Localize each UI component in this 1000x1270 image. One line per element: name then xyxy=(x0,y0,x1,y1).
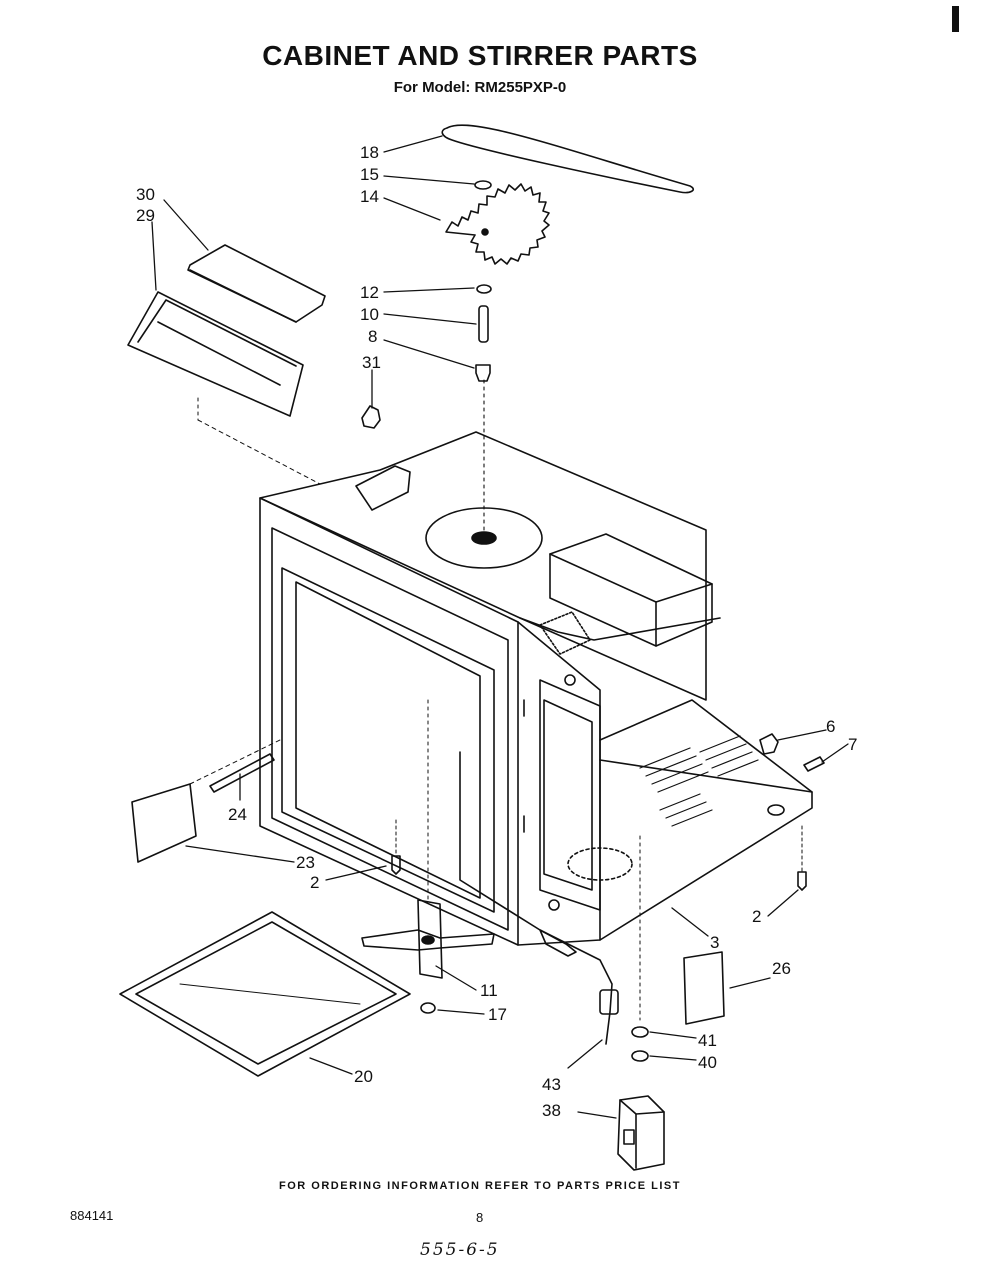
stirrer-pulley xyxy=(445,183,550,265)
label-24: 24 xyxy=(228,805,247,824)
clip xyxy=(361,405,381,429)
stirrer-blade xyxy=(361,929,495,951)
stirrer-belt xyxy=(441,124,695,194)
label-43: 43 xyxy=(542,1075,561,1094)
glass-tray xyxy=(119,911,411,1077)
bracket xyxy=(683,951,725,1025)
label-30: 30 xyxy=(136,185,155,204)
bushing xyxy=(475,364,491,382)
nut-17 xyxy=(420,1002,436,1014)
label-26: 26 xyxy=(772,959,791,978)
page-number: 8 xyxy=(476,1210,484,1225)
label-3: 3 xyxy=(710,933,719,952)
component-box xyxy=(549,533,713,647)
label-7: 7 xyxy=(848,735,857,754)
label-15: 15 xyxy=(360,165,379,184)
label-41: 41 xyxy=(698,1031,717,1050)
label-23: 23 xyxy=(296,853,315,872)
wire-harness xyxy=(459,751,613,1045)
model-subtitle: For Model: RM255PXP-0 xyxy=(393,79,567,96)
label-40: 40 xyxy=(698,1053,717,1072)
washer xyxy=(476,284,492,294)
screw xyxy=(803,756,825,772)
duct-channel xyxy=(127,291,304,417)
corner-mark xyxy=(952,6,959,32)
label-14: 14 xyxy=(360,187,379,206)
label-10: 10 xyxy=(360,305,379,324)
label-29: 29 xyxy=(136,206,155,225)
label-2-right: 2 xyxy=(752,907,761,926)
handwritten-note: 555-6-5 xyxy=(420,1240,500,1260)
side-cover xyxy=(131,783,197,863)
label-38: 38 xyxy=(542,1101,561,1120)
label-31: 31 xyxy=(362,353,381,372)
stirrer-shaft xyxy=(478,305,489,343)
label-18: 18 xyxy=(360,143,379,162)
cover-piece xyxy=(187,244,326,323)
cabinet-top xyxy=(259,431,707,701)
label-8: 8 xyxy=(368,327,377,346)
label-20: 20 xyxy=(354,1067,373,1086)
label-11: 11 xyxy=(480,981,498,1000)
label-12: 12 xyxy=(360,283,379,302)
ordering-note: FOR ORDERING INFORMATION REFER TO PARTS … xyxy=(279,1180,681,1192)
document-number: 884141 xyxy=(70,1208,114,1223)
label-6: 6 xyxy=(826,717,835,736)
base-plate xyxy=(599,699,813,941)
screw xyxy=(759,733,779,755)
hinge-rod xyxy=(209,753,275,793)
screw-left xyxy=(391,855,401,875)
label-2-left: 2 xyxy=(310,873,319,892)
screw-right xyxy=(797,871,807,891)
interlock-switch xyxy=(617,1095,665,1171)
page-title: CABINET AND STIRRER PARTS xyxy=(262,40,698,71)
label-17: 17 xyxy=(488,1005,507,1024)
stirrer-nut xyxy=(474,180,492,190)
